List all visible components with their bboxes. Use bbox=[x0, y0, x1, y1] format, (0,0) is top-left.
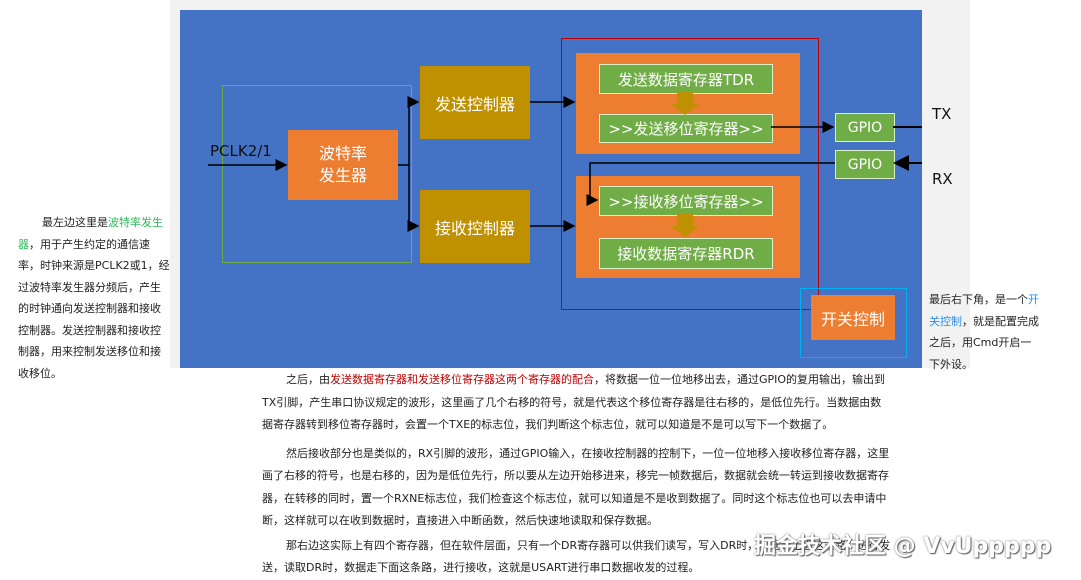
gpio-tx: GPIO bbox=[835, 113, 895, 142]
switch-area-outline bbox=[800, 288, 907, 358]
baud-link[interactable]: 波特率发生器 bbox=[18, 216, 163, 251]
right-note: 最后右下角，是一个开关控制，就是配置完成之后，用Cmd开启一下外设。 bbox=[929, 293, 1039, 371]
article-body: 之后，由发送数据寄存器和发送移位寄存器这两个寄存器的配合，将数据一位一位地移出去… bbox=[262, 369, 892, 580]
signal-arrows bbox=[208, 92, 922, 237]
usart-diagram: PCLK2/1 波特率 发生器 发送控制器 接收控制器 发送数据寄存器TDR >… bbox=[180, 10, 922, 368]
baud-area-outline bbox=[222, 85, 412, 263]
switch-link[interactable]: 开关控制 bbox=[929, 293, 1039, 328]
switch-control: 开关控制 bbox=[811, 295, 895, 340]
tx-shift-register: >>发送移位寄存器>> bbox=[599, 114, 773, 143]
tdr-register: 发送数据寄存器TDR bbox=[599, 64, 773, 94]
tx-label: TX bbox=[932, 105, 952, 123]
watermark: 掘金技术社区 @ VvUppppp bbox=[754, 534, 1052, 559]
rdr-register: 接收数据寄存器RDR bbox=[599, 238, 773, 269]
baud-rate-generator: 波特率 发生器 bbox=[288, 130, 398, 200]
gpio-rx: GPIO bbox=[835, 150, 895, 179]
paragraph-3: 那右边这实际上有四个寄存器，但在软件层面，只有一个DR寄存器可以供我们读写，写入… bbox=[262, 538, 891, 575]
paragraph-2: 然后接收部分也是类似的，RX引脚的波形，通过GPIO输入，在接收控制器的控制下，… bbox=[262, 446, 890, 528]
rx-shift-register: >>接收移位寄存器>> bbox=[599, 186, 773, 216]
paragraph-1: 之后，由发送数据寄存器和发送移位寄存器这两个寄存器的配合，将数据一位一位地移出去… bbox=[262, 373, 886, 431]
left-note: 最左边这里是波特率发生器，用于产生约定的通信速率，时钟来源是PCLK2或1，经过… bbox=[18, 216, 170, 380]
pclk-label: PCLK2/1 bbox=[210, 142, 272, 160]
rx-controller: 接收控制器 bbox=[420, 190, 530, 263]
rx-label: RX bbox=[932, 170, 953, 188]
register-area-outline bbox=[561, 38, 819, 310]
tx-controller: 发送控制器 bbox=[420, 66, 530, 139]
